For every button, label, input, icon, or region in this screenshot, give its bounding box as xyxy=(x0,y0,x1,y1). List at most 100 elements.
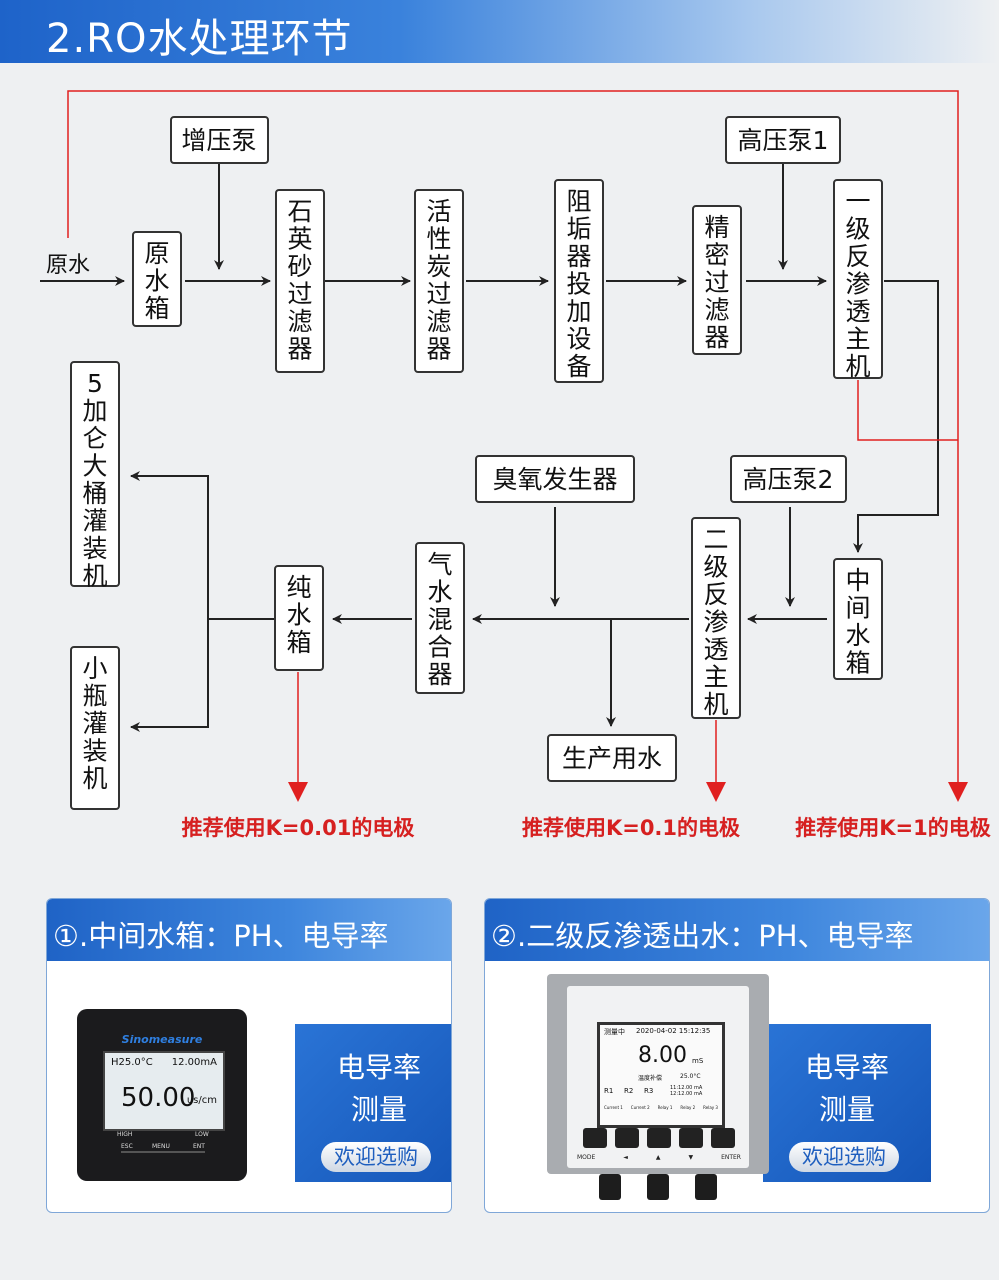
rec-k01: 推荐使用K=0.1的电极 xyxy=(522,816,741,840)
key-down xyxy=(679,1128,703,1148)
svg-text:臭氧发生器: 臭氧发生器 xyxy=(492,465,617,494)
key-enter xyxy=(711,1128,735,1148)
raw-water-label: 原水 xyxy=(46,253,90,278)
panel-ro2-outlet: ②.二级反渗透出水：PH、电导率 电导率 测量 欢迎选购 测量中 2020-04… xyxy=(484,898,990,1213)
node-label: 中间水箱 xyxy=(845,566,870,678)
node-precision-filter: 精密过滤器 xyxy=(692,205,742,355)
analyzer-tab: Relay 1 xyxy=(657,1105,673,1110)
meter-menu-label: MENU xyxy=(152,1143,170,1150)
meter-unit: us/cm xyxy=(186,1095,217,1106)
analyzer-screen: 测量中 2020-04-02 15:12:35 8.00 mS 温度补偿 25.… xyxy=(597,1022,725,1128)
analyzer-tab: Current 2 xyxy=(630,1105,650,1110)
meter-value: 50.00 xyxy=(121,1083,196,1113)
conductivity-badge: 电导率 测量 欢迎选购 xyxy=(763,1024,931,1182)
svg-text:增压泵: 增压泵 xyxy=(181,126,256,155)
badge-line1: 电导率 xyxy=(336,1051,421,1084)
to-barrel-arrow xyxy=(130,471,274,620)
node-label: 纯水箱 xyxy=(286,573,311,657)
analyzer-comp-value: 25.0°C xyxy=(680,1073,701,1080)
cable-gland xyxy=(695,1174,717,1200)
panel-title: ①.中间水箱：PH、电导率 xyxy=(53,919,389,953)
analyzer-i1: 11:12.00 mA xyxy=(670,1085,703,1091)
badge-line1: 电导率 xyxy=(804,1051,889,1084)
buy-button[interactable]: 欢迎选购 xyxy=(321,1142,431,1172)
k1-line xyxy=(67,90,959,782)
svg-text:生产用水: 生产用水 xyxy=(562,744,662,773)
node-label: 活性炭过滤器 xyxy=(426,197,451,364)
node-label: 石英砂过滤器 xyxy=(287,197,312,364)
node-label: 一级反渗透主机 xyxy=(845,187,870,381)
panel-header: ①.中间水箱：PH、电导率 xyxy=(47,899,451,961)
ro1-to-mid-arrow xyxy=(853,280,939,553)
meter-brand: Sinomeasure xyxy=(121,1033,203,1046)
node-booster-pump: 增压泵 xyxy=(170,116,269,164)
analyzer-unit: mS xyxy=(692,1057,704,1065)
node-hp-pump1: 高压泵1 xyxy=(725,116,841,164)
meter-high-label: HIGH xyxy=(117,1131,133,1138)
key-label: MODE xyxy=(577,1154,596,1161)
k1-arrowhead xyxy=(948,782,968,802)
analyzer-comp-label: 温度补偿 xyxy=(638,1075,663,1082)
flow-lines xyxy=(40,164,939,732)
meter-current: 12.00mA xyxy=(171,1057,217,1068)
analyzer-r2: R2 xyxy=(624,1087,634,1095)
meter-low-label: LOW xyxy=(195,1131,209,1138)
ro1-red-line xyxy=(857,380,958,441)
key-label: ▲ xyxy=(655,1154,661,1161)
key-up xyxy=(647,1128,671,1148)
analyzer-value: 8.00 xyxy=(638,1043,687,1068)
key-label: ▼ xyxy=(688,1154,694,1161)
analyzer-tabs: Current 1 Current 2 Relay 1 Relay 2 Rela… xyxy=(600,1105,722,1110)
node-production-water: 生产用水 xyxy=(547,734,677,782)
analyzer-tab: Current 1 xyxy=(603,1105,623,1110)
ro-process-diagram: 原水 增压泵 高压泵1 臭氧发生器 高压泵2 生产用水 原水箱 石英砂过滤器 活… xyxy=(40,90,992,840)
conductivity-meter-image: Sinomeasure H25.0°C 12.00mA 50.00 us/cm … xyxy=(77,1009,247,1181)
electrode-lines xyxy=(67,90,959,782)
meter-ent-label: ENT xyxy=(193,1143,205,1150)
key-left xyxy=(615,1128,639,1148)
conductivity-analyzer-image: 测量中 2020-04-02 15:12:35 8.00 mS 温度补偿 25.… xyxy=(547,974,769,1212)
node-gas-water-mixer: 气水混合器 xyxy=(415,542,465,694)
rec-k001: 推荐使用K=0.01的电极 xyxy=(182,816,416,840)
node-label: 二级反渗透主机 xyxy=(703,525,728,719)
node-pure-tank: 纯水箱 xyxy=(274,565,324,671)
k001-arrowhead xyxy=(288,782,308,802)
electrode-arrowheads xyxy=(288,782,968,802)
node-quartz-filter: 石英砂过滤器 xyxy=(275,189,325,373)
node-antiscalant: 阻垢器投加设备 xyxy=(554,179,604,383)
svg-text:高压泵1: 高压泵1 xyxy=(738,126,829,155)
page-header: 2.RO水处理环节 xyxy=(0,0,999,63)
analyzer-r1: R1 xyxy=(604,1087,614,1095)
badge-line2: 测量 xyxy=(818,1093,875,1126)
key-label: ENTER xyxy=(721,1154,741,1161)
node-ro2: 二级反渗透主机 xyxy=(691,517,741,719)
meter-buttons xyxy=(121,1151,205,1161)
cable-gland xyxy=(647,1174,669,1200)
node-label: 原水箱 xyxy=(144,239,169,323)
analyzer-status: 测量中 xyxy=(604,1028,625,1036)
key-label: ◄ xyxy=(623,1154,628,1161)
node-carbon-filter: 活性炭过滤器 xyxy=(414,189,464,373)
meter-esc-label: ESC xyxy=(121,1143,133,1150)
analyzer-i2: 12:12.00 mA xyxy=(670,1091,703,1097)
node-label: 气水混合器 xyxy=(427,550,452,689)
node-label: 阻垢器投加设备 xyxy=(566,187,591,381)
analyzer-keys xyxy=(583,1128,735,1148)
node-hp-pump2: 高压泵2 xyxy=(730,455,847,503)
buy-button[interactable]: 欢迎选购 xyxy=(789,1142,899,1172)
node-ro1: 一级反渗透主机 xyxy=(833,179,883,381)
meter-temp: H25.0°C xyxy=(111,1057,153,1068)
analyzer-tab: Relay 2 xyxy=(680,1105,696,1110)
meter-screen: H25.0°C 12.00mA 50.00 us/cm xyxy=(103,1051,225,1131)
node-raw-tank: 原水箱 xyxy=(132,231,182,327)
panel-title: ②.二级反渗透出水：PH、电导率 xyxy=(491,919,914,953)
panel-header: ②.二级反渗透出水：PH、电导率 xyxy=(485,899,989,961)
analyzer-key-labels: MODE ◄ ▲ ▼ ENTER xyxy=(577,1154,741,1161)
node-label: 精密过滤器 xyxy=(704,213,729,352)
page-title: 2.RO水处理环节 xyxy=(46,16,353,62)
node-label: 小瓶灌装机 xyxy=(82,654,107,793)
key-mode xyxy=(583,1128,607,1148)
cable-gland xyxy=(599,1174,621,1200)
